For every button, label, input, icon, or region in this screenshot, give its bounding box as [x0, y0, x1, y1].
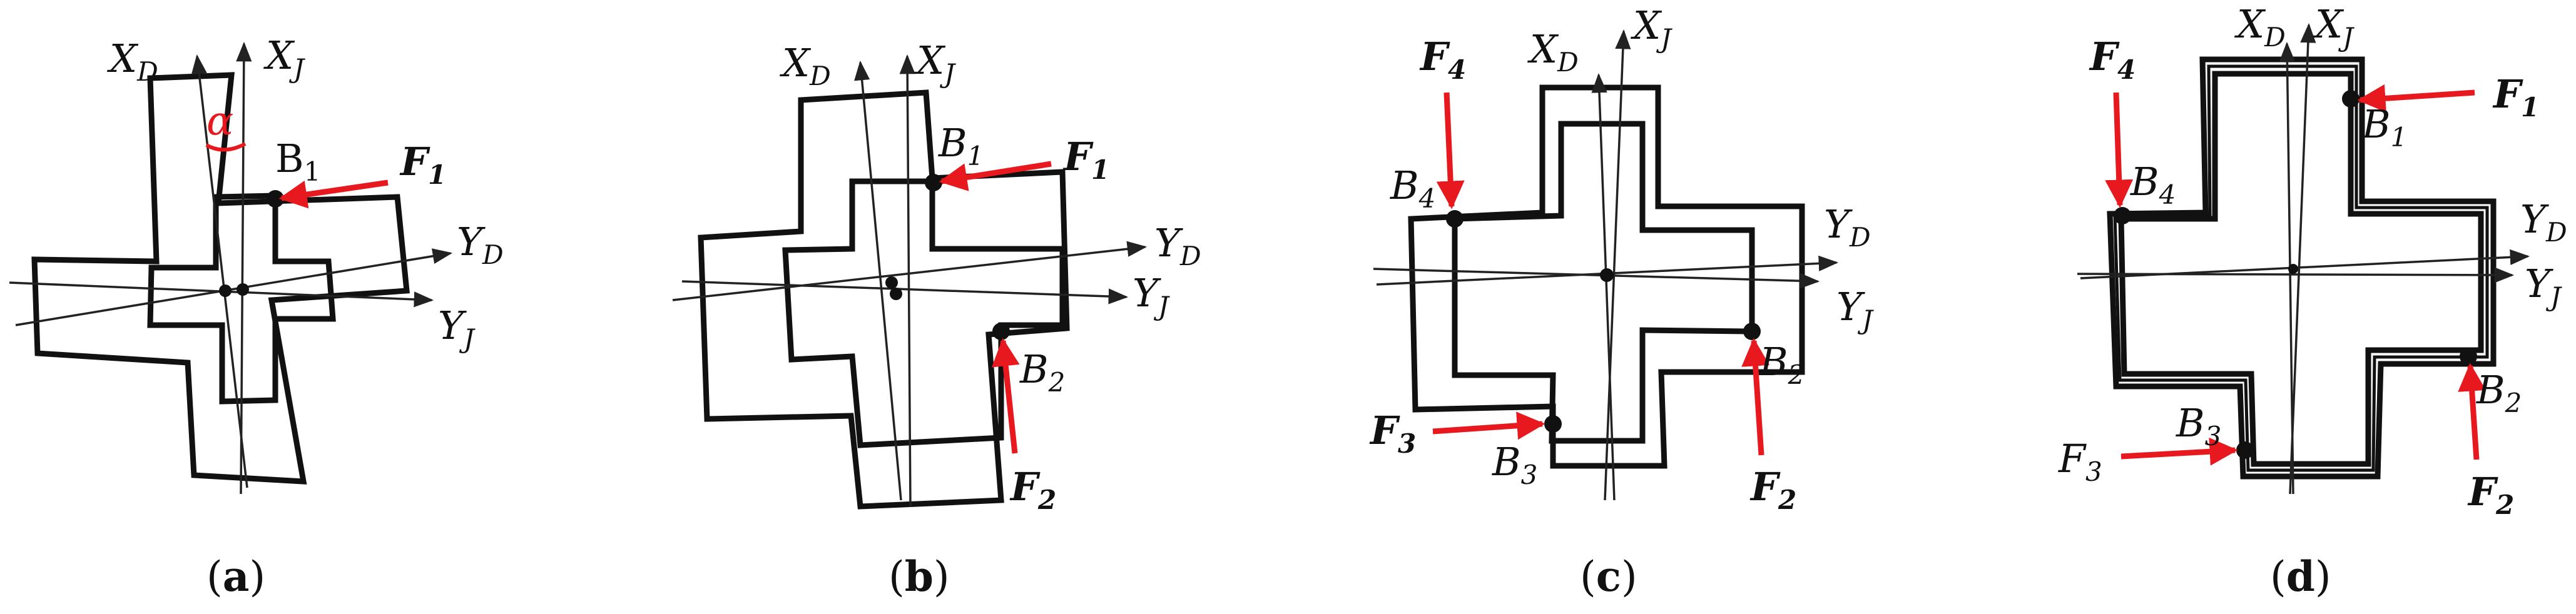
- force-arrow-f1: [278, 179, 389, 209]
- axis-x-d: [191, 54, 248, 488]
- center-dot: [885, 276, 898, 289]
- panel-c: XD XJ YD YJ B4 B2 B3 F4 F2 F3 (c): [1369, 3, 1874, 601]
- label-x-j: XJ: [1631, 3, 1672, 54]
- label-b4: B4: [2130, 159, 2176, 210]
- force-arrow-f2: [2458, 363, 2487, 460]
- contact-point-b3: [2236, 441, 2254, 459]
- force-arrow-f3: [2120, 437, 2238, 466]
- label-y-d: YD: [2520, 196, 2567, 248]
- label-b3: B3: [1492, 439, 1537, 490]
- label-b1: B1: [938, 120, 984, 171]
- label-y-d: YD: [457, 219, 504, 270]
- label-y-j: YJ: [438, 303, 476, 354]
- contact-point-b2: [992, 323, 1010, 340]
- label-x-d: XD: [107, 36, 158, 87]
- label-y-d: YD: [1824, 201, 1871, 253]
- contact-point-b3: [1544, 415, 1562, 433]
- axis-x-j: [2289, 23, 2316, 495]
- center-dot: [2288, 264, 2298, 274]
- center-dot: [1600, 268, 1614, 282]
- axis-y-j: [2077, 267, 2515, 283]
- label-f1: F1: [2492, 71, 2539, 123]
- caption-a: (a): [206, 552, 265, 601]
- label-b3: B3: [2176, 400, 2221, 451]
- force-arrow-f2: [1741, 338, 1770, 456]
- outer-cross: [1408, 84, 1805, 469]
- label-f2: F2: [2467, 469, 2514, 520]
- center-dot: [890, 288, 902, 300]
- label-y-j: YJ: [1133, 270, 1170, 321]
- axis-x-j: [236, 41, 252, 495]
- axis-x-j: [899, 54, 915, 507]
- inner-cross: [1452, 121, 1755, 444]
- axis-x-d: [854, 60, 902, 501]
- axis-x-d: [1591, 73, 1616, 501]
- force-arrow-f1: [2357, 84, 2475, 113]
- contact-point-b1: [267, 190, 284, 208]
- label-alpha: α: [206, 98, 233, 144]
- label-y-j: YJ: [2525, 261, 2562, 312]
- label-b2: B2: [2476, 367, 2522, 418]
- force-arrow-f3: [1432, 411, 1545, 440]
- label-b2: B2: [1759, 339, 1805, 390]
- caption-c: (c): [1580, 552, 1637, 601]
- contact-point-b4: [2114, 207, 2131, 224]
- axis-x-j: [1604, 29, 1631, 501]
- contact-point-b1: [925, 174, 942, 191]
- alpha-arc: [205, 142, 247, 152]
- label-x-j: XJ: [2313, 1, 2355, 53]
- label-b1: B1: [2361, 101, 2407, 153]
- outer-cross: [2107, 56, 2497, 480]
- force-arrow-f4: [2105, 92, 2134, 208]
- axis-y-d: [15, 248, 453, 326]
- label-f4: F4: [2089, 34, 2136, 85]
- label-f2: F2: [1749, 464, 1796, 515]
- label-f2: F2: [1009, 464, 1056, 515]
- inner-cross: [2118, 71, 2484, 467]
- panel-a: XD XJ YD YJ α B1 F1 (a): [9, 33, 504, 601]
- label-x-d: XD: [1527, 26, 1579, 78]
- contact-point-b1: [2342, 90, 2360, 108]
- caption-d: (d): [2270, 552, 2331, 601]
- panel-b: XD XJ YD YJ B1 B2 F1 F2 (b): [672, 38, 1201, 601]
- label-x-j: XJ: [263, 33, 305, 84]
- inner-cross: [782, 178, 1066, 448]
- label-x-d: XD: [780, 40, 831, 91]
- label-f1: F1: [1062, 134, 1109, 185]
- axis-y-j: [681, 280, 1129, 304]
- label-y-j: YJ: [1836, 284, 1874, 335]
- label-f1: F1: [399, 139, 446, 190]
- label-f4: F4: [1419, 34, 1466, 85]
- axis-y-j: [1373, 268, 1820, 289]
- label-x-d: XD: [2234, 1, 2286, 53]
- center-dot: [219, 284, 232, 297]
- force-arrow-f4: [1436, 92, 1465, 209]
- contact-point-b2: [1743, 323, 1761, 340]
- contact-point-b4: [1446, 210, 1464, 228]
- label-f3: F3: [2058, 436, 2102, 487]
- label-x-j: XJ: [914, 38, 956, 89]
- force-arrow-f2: [991, 338, 1020, 454]
- center-dot: [237, 283, 249, 296]
- axis-y-d: [672, 241, 1148, 301]
- contact-point-b2: [2460, 348, 2477, 365]
- label-f3: F3: [1369, 408, 1416, 459]
- inner-cross: [147, 193, 336, 405]
- label-b2: B2: [1019, 346, 1065, 398]
- label-b1: B1: [275, 136, 320, 187]
- label-y-d: YD: [1154, 220, 1201, 271]
- label-b4: B4: [1390, 163, 1435, 214]
- force-arrow-f1: [939, 161, 1052, 191]
- caption-b: (b): [888, 552, 950, 601]
- panel-d: XD XJ YD YJ B1 B4 B2 B3 F4 F1 F3 F2 (d): [2058, 1, 2567, 601]
